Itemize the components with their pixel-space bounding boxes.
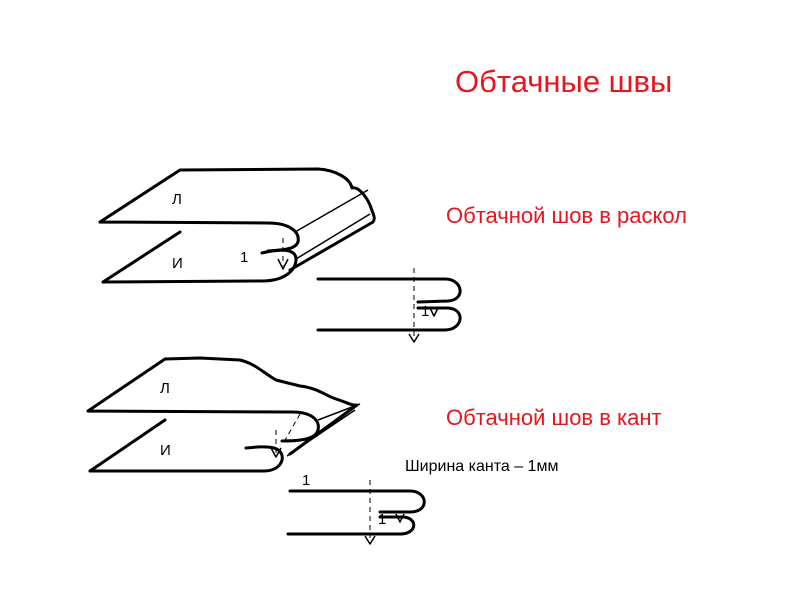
seam-piping-section: 1 1 — [286, 472, 426, 545]
piping-section-stitch-arrow — [364, 535, 376, 545]
split-section-small-arrow — [429, 307, 439, 317]
split-bottom-layer-edge — [295, 213, 371, 260]
piping-section-top-number: 1 — [302, 472, 310, 489]
split-bottom-layer — [101, 230, 298, 284]
piping-bottom-layer-edge — [286, 409, 356, 457]
seam-piping-label: Обтачной шов в кант — [446, 405, 662, 430]
split-layer-top-letter: Л — [172, 191, 182, 208]
slide-title: Обтачные швы — [455, 64, 673, 99]
split-section-stitch-number: 1 — [421, 303, 429, 320]
piping-width-note: Ширина канта – 1мм — [405, 458, 559, 475]
split-3d-stitch-arrow — [277, 258, 289, 270]
split-3d-stitch-number: 1 — [240, 249, 248, 266]
split-section-lower-ply — [316, 306, 462, 332]
piping-section-small-arrow — [395, 513, 405, 523]
piping-top-layer-edge — [317, 403, 361, 421]
seam-split-section: 1 — [316, 268, 462, 343]
piping-section-lower-ply — [286, 515, 416, 536]
piping-layer-top-letter: Л — [160, 380, 170, 397]
seam-split-3d-drawing: Л И 1 — [98, 167, 376, 284]
split-section-stitch-arrow — [408, 333, 420, 343]
piping-top-layer — [86, 356, 359, 456]
piping-3d-stitch-line-a — [283, 413, 301, 443]
split-top-layer-edge — [294, 189, 369, 233]
seam-piping-3d-drawing: Л И — [86, 356, 361, 473]
piping-section-stitch-number: 1 — [378, 511, 386, 528]
piping-bottom-layer — [88, 418, 284, 473]
piping-3d-stitch-arrow — [270, 447, 282, 458]
piping-layer-bottom-letter: И — [160, 442, 171, 459]
seam-split-label: Обтачной шов в раскол — [446, 203, 687, 228]
split-top-layer — [98, 167, 376, 272]
piping-section-upper-ply — [288, 489, 426, 514]
split-section-upper-ply — [316, 277, 462, 304]
split-layer-bottom-letter: И — [172, 255, 183, 272]
